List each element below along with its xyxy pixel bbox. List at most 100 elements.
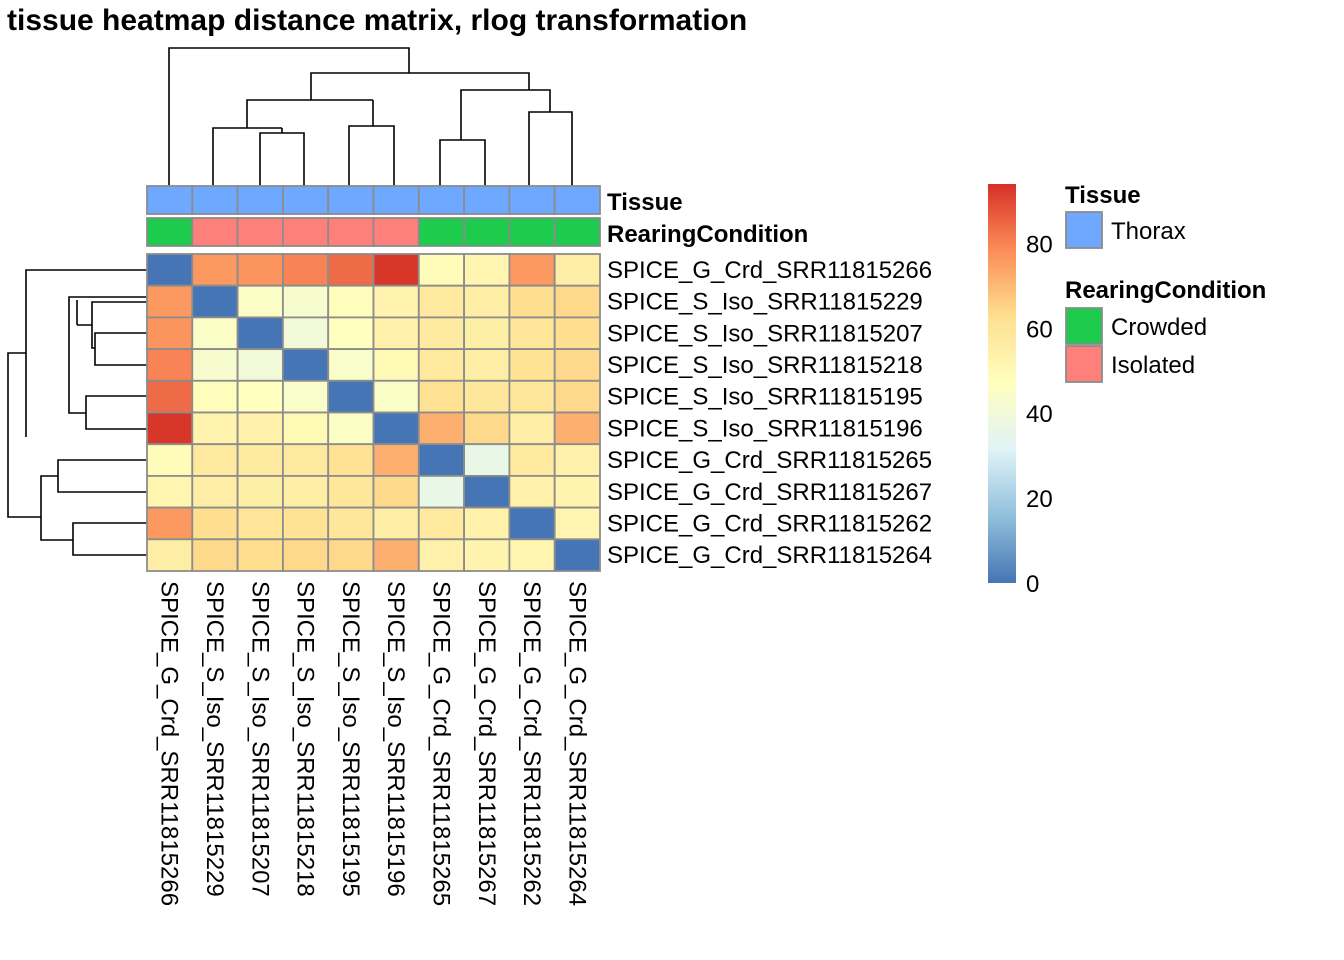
heatmap-cell — [281, 253, 330, 287]
heatmap-cell — [146, 443, 194, 477]
row-label: SPICE_G_Crd_SRR11815267 — [607, 479, 932, 506]
heatmap-cell — [327, 316, 375, 350]
heatmap-cell — [463, 379, 511, 414]
heatmap-cell — [553, 506, 601, 541]
column-label: SPICE_S_Iso_SRR11815207 — [246, 581, 273, 897]
heatmap-cell — [281, 506, 330, 541]
heatmap-cell — [236, 538, 284, 572]
heatmap-cell — [146, 506, 194, 541]
annotation-cell-tissue — [508, 185, 556, 215]
heatmap-cell — [327, 506, 375, 541]
heatmap-cell — [463, 538, 511, 572]
heatmap-cell — [236, 411, 284, 446]
dendrogram-branch — [85, 413, 147, 430]
column-label: SPICE_G_Crd_SRR11815262 — [518, 581, 545, 906]
heatmap-cell — [463, 316, 511, 350]
dendrogram-branch — [91, 325, 95, 349]
annotation-cell-rearing — [146, 217, 194, 247]
dendrogram-branch — [25, 269, 147, 437]
row-dendrogram — [7, 269, 147, 556]
heatmap-cell — [463, 506, 511, 541]
heatmap-cell — [191, 316, 239, 350]
dendrogram-branch — [7, 352, 26, 437]
dendrogram-branch — [68, 296, 147, 353]
annotation-cell-rearing — [372, 217, 420, 247]
row-label: SPICE_G_Crd_SRR11815265 — [607, 447, 932, 474]
dendrogram-branch — [94, 348, 147, 366]
heatmap-cell — [236, 316, 284, 350]
heatmap-cell — [372, 443, 420, 477]
dendrogram-branch — [310, 72, 530, 100]
annotation-cell-rearing — [281, 217, 330, 247]
heatmap-cell — [146, 379, 194, 414]
dendrogram-branch — [212, 127, 282, 186]
legend-item-label: Isolated — [1111, 352, 1195, 379]
heatmap-cell — [327, 284, 375, 319]
column-label: SPICE_G_Crd_SRR11815264 — [563, 581, 590, 906]
heatmap-cell — [417, 379, 465, 414]
legend-item-label: Thorax — [1111, 218, 1186, 245]
dendrogram-branch — [57, 476, 147, 493]
heatmap-cell — [236, 284, 284, 319]
column-label: SPICE_G_Crd_SRR11815265 — [427, 581, 454, 906]
column-dendrogram — [168, 47, 573, 186]
row-label: SPICE_S_Iso_SRR11815196 — [607, 415, 923, 442]
dendrogram-branch — [246, 99, 373, 128]
heatmap-cell — [146, 316, 194, 350]
annotation-cell-rearing — [417, 217, 465, 247]
heatmap-cell — [417, 443, 465, 477]
dendrogram-branch — [259, 132, 305, 186]
annotation-bars — [146, 185, 601, 247]
row-label: SPICE_S_Iso_SRR11815195 — [607, 384, 923, 411]
heatmap-cell — [281, 316, 330, 350]
color-scale-tick: 0 — [1026, 571, 1039, 598]
annotation-cell-tissue — [281, 185, 330, 215]
heatmap-cell — [146, 348, 194, 382]
heatmap-cell — [553, 443, 601, 477]
row-labels: SPICE_G_Crd_SRR11815266SPICE_S_Iso_SRR11… — [607, 257, 932, 569]
row-label: SPICE_G_Crd_SRR11815264 — [607, 542, 932, 569]
heatmap-cells — [146, 253, 601, 572]
heatmap-cell — [417, 284, 465, 319]
heatmap-cell — [236, 379, 284, 414]
heatmap-cell — [553, 474, 601, 509]
heatmap-cell — [508, 538, 556, 572]
heatmap-cell — [508, 443, 556, 477]
heatmap-cell — [508, 253, 556, 287]
legend-swatch — [1065, 211, 1103, 249]
annotation-cell-tissue — [236, 185, 284, 215]
dendrogram-branch — [40, 475, 58, 517]
heatmap-cell — [417, 316, 465, 350]
annotation-cell-tissue — [463, 185, 511, 215]
annotation-cell-tissue — [146, 185, 194, 215]
heatmap-cell — [236, 253, 284, 287]
heatmap-cell — [146, 474, 194, 509]
column-label: SPICE_G_Crd_SRR11815266 — [156, 581, 183, 906]
heatmap-cell — [372, 379, 420, 414]
heatmap-cell — [372, 348, 420, 382]
heatmap-cell — [417, 538, 465, 572]
annotation-cell-rearing — [463, 217, 511, 247]
heatmap-cell — [191, 348, 239, 382]
heatmap-cell — [281, 443, 330, 477]
annotation-label-rearing: RearingCondition — [607, 221, 808, 248]
heatmap-cell — [372, 316, 420, 350]
chart-title: tissue heatmap distance matrix, rlog tra… — [7, 4, 747, 37]
heatmap-cell — [508, 506, 556, 541]
column-label: SPICE_S_Iso_SRR11815218 — [292, 581, 319, 897]
dendrogram-branch — [528, 111, 573, 186]
heatmap-cell — [372, 284, 420, 319]
heatmap-cell — [372, 411, 420, 446]
annotation-cell-rearing — [508, 217, 556, 247]
dendrogram-branch — [439, 139, 486, 186]
heatmap-cell — [236, 506, 284, 541]
dendrogram-branch — [94, 332, 147, 348]
heatmap-cell — [417, 506, 465, 541]
row-label: SPICE_S_Iso_SRR11815229 — [607, 289, 923, 316]
heatmap-cell — [553, 284, 601, 319]
heatmap-cell — [191, 253, 239, 287]
heatmap-cell — [146, 538, 194, 572]
heatmap-cell — [508, 284, 556, 319]
heatmap-cell — [191, 506, 239, 541]
